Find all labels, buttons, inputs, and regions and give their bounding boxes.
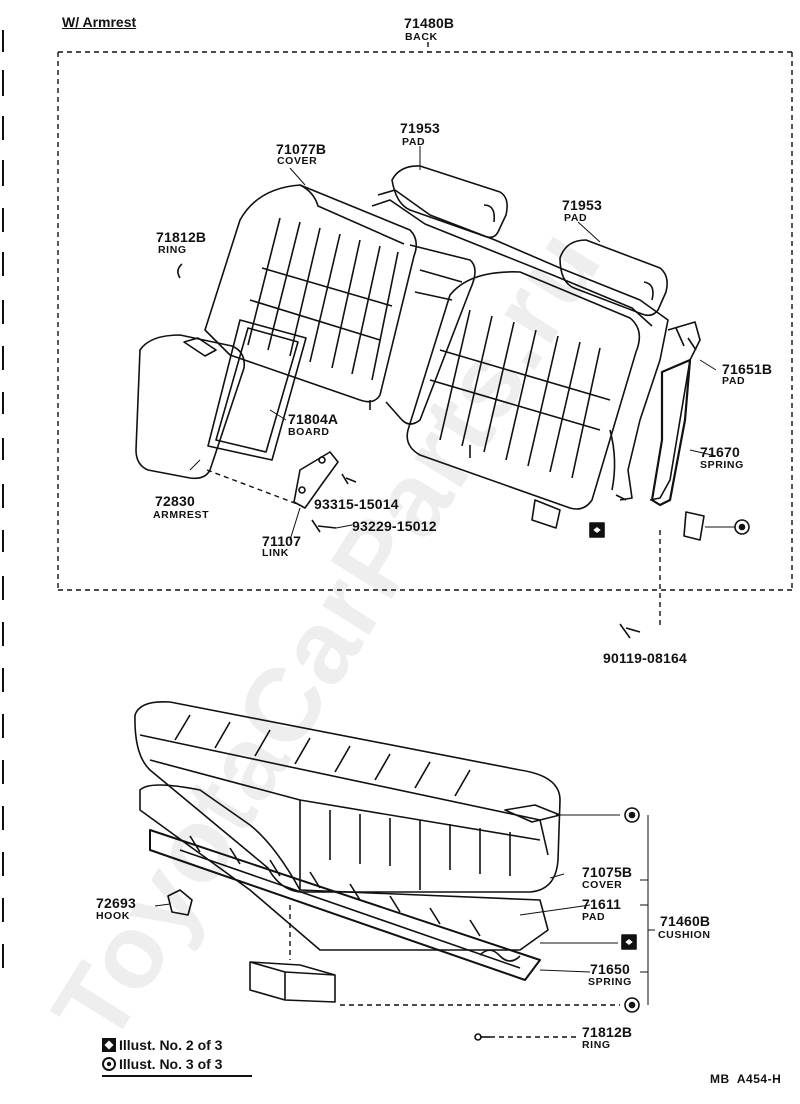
part-number-bolt-1: 93315-15014 — [314, 496, 399, 512]
back-group-boundary — [57, 42, 793, 1038]
part-number-spring-cushion: 71650 — [590, 961, 630, 977]
link-part — [293, 451, 641, 639]
part-name-ring-back: RING — [158, 244, 187, 256]
part-name-cover-cushion: COVER — [582, 879, 623, 891]
part-name-armrest: ARMREST — [153, 509, 210, 521]
part-name-spring-back: SPRING — [700, 459, 744, 471]
part-number-hook: 72693 — [96, 895, 136, 911]
part-name-ring-cushion: RING — [582, 1039, 611, 1051]
part-number-cover-back: 71077B — [276, 141, 327, 157]
part-number-cushion: 71460B — [660, 913, 711, 929]
part-number-ring-cushion: 71812B — [582, 1024, 633, 1040]
part-name-link: LINK — [262, 547, 289, 559]
part-name-pad-upper-1: PAD — [402, 136, 426, 148]
part-number-pad-upper-2: 71953 — [562, 197, 602, 213]
legend: Illust. No. 2 of 3 Illust. No. 3 of 3 — [102, 1037, 252, 1077]
part-name-hook: HOOK — [96, 910, 130, 922]
armrest-part — [135, 334, 246, 480]
part-name-pad-upper-2: PAD — [564, 212, 588, 224]
side-pad — [649, 321, 701, 501]
page-title: W/ Armrest — [62, 14, 137, 30]
part-number-cover-cushion: 71075B — [582, 864, 633, 880]
part-number-pad-side: 71651B — [722, 361, 773, 377]
part-number-armrest: 72830 — [155, 493, 195, 509]
back-frame — [371, 189, 669, 501]
cushion-block — [249, 961, 336, 1003]
cushion-small-pad — [504, 804, 561, 823]
part-number-bolt-2: 93229-15012 — [352, 518, 437, 534]
head-pad-left — [391, 165, 508, 239]
part-name-back: BACK — [405, 31, 438, 43]
part-name-pad-side: PAD — [722, 375, 746, 387]
part-name-board: BOARD — [288, 426, 330, 438]
hook-part — [167, 889, 193, 916]
head-pad-right — [559, 239, 668, 317]
back-cover-center — [385, 244, 476, 425]
ring-back-part — [177, 263, 183, 279]
diagram-code: MB A454-H — [710, 1072, 782, 1086]
part-name-cushion: CUSHION — [658, 929, 711, 941]
leader-lines — [154, 146, 717, 1005]
part-name-spring-cushion: SPRING — [588, 976, 632, 988]
legend-diamond-text: Illust. No. 2 of 3 — [119, 1037, 223, 1053]
back-cover-right — [369, 271, 641, 529]
cushion-cover — [134, 700, 561, 893]
board-part — [207, 319, 307, 461]
part-number-bolt-3: 90119-08164 — [603, 650, 687, 666]
back-cover-left — [204, 184, 418, 403]
part-number-pad-upper-1: 71953 — [400, 120, 440, 136]
legend-circle-text: Illust. No. 3 of 3 — [119, 1056, 223, 1072]
part-name-pad-cushion: PAD — [582, 911, 606, 923]
cushion-pad — [139, 784, 549, 951]
back-spring — [650, 358, 692, 507]
ref-symbols — [474, 519, 750, 1041]
diamond-icon — [102, 1038, 116, 1052]
part-number-link: 71107 — [262, 533, 302, 549]
circle-ring-icon — [102, 1057, 116, 1071]
part-number-ring-back: 71812B — [156, 229, 207, 245]
cushion-spring — [149, 829, 541, 981]
part-number-spring-back: 71670 — [700, 444, 740, 460]
part-name-cover-back: COVER — [277, 155, 318, 167]
part-number-pad-cushion: 71611 — [582, 896, 622, 912]
part-number-board: 71804A — [288, 411, 339, 427]
part-number-back: 71480B — [404, 15, 455, 31]
clip-piece-right — [683, 511, 705, 541]
